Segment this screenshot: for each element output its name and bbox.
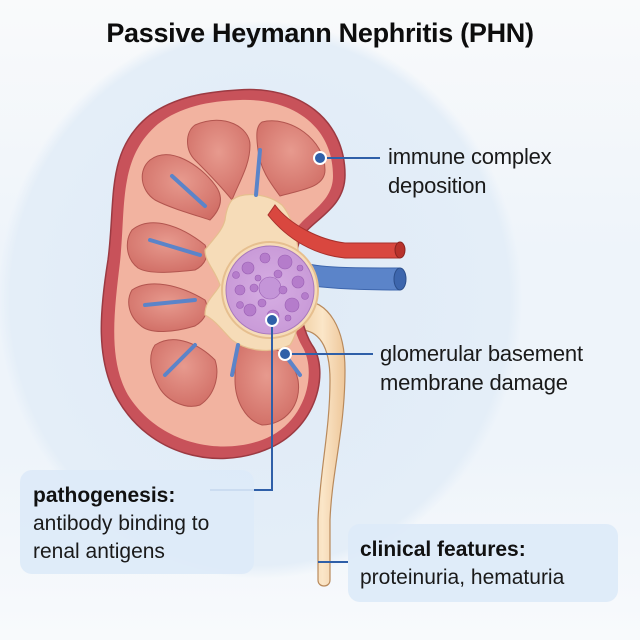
immune-complex-line2: deposition bbox=[388, 173, 487, 198]
pathogenesis-dot bbox=[265, 313, 279, 327]
diagram-title: Passive Heymann Nephritis (PHN) bbox=[106, 18, 534, 48]
renal-pyramids bbox=[126, 119, 326, 426]
pathogenesis-box: pathogenesis: antibody binding to renal … bbox=[20, 470, 254, 574]
pathogenesis-heading: pathogenesis: bbox=[33, 484, 176, 507]
immune-complex-dot bbox=[313, 151, 327, 165]
callout-dots bbox=[265, 151, 327, 361]
immune-complex-line1: immune complex bbox=[388, 144, 552, 169]
pathogenesis-line1: antibody binding to bbox=[33, 512, 210, 535]
pathogenesis-line2: renal antigens bbox=[33, 540, 165, 563]
interlobar-vessels bbox=[143, 148, 302, 377]
gbm-damage-line2: membrane damage bbox=[380, 370, 568, 395]
label-gbm-damage: glomerular basement membrane damage bbox=[380, 339, 583, 397]
clinical-features-line1: proteinuria, hematuria bbox=[360, 566, 565, 589]
label-immune-complex: immune complex deposition bbox=[388, 142, 552, 200]
gbm-damage-dot bbox=[278, 347, 292, 361]
ureter bbox=[299, 299, 346, 587]
gbm-damage-line1: glomerular basement bbox=[380, 341, 583, 366]
clinical-features-box: clinical features: proteinuria, hematuri… bbox=[348, 524, 618, 602]
clinical-features-heading: clinical features: bbox=[360, 538, 526, 561]
